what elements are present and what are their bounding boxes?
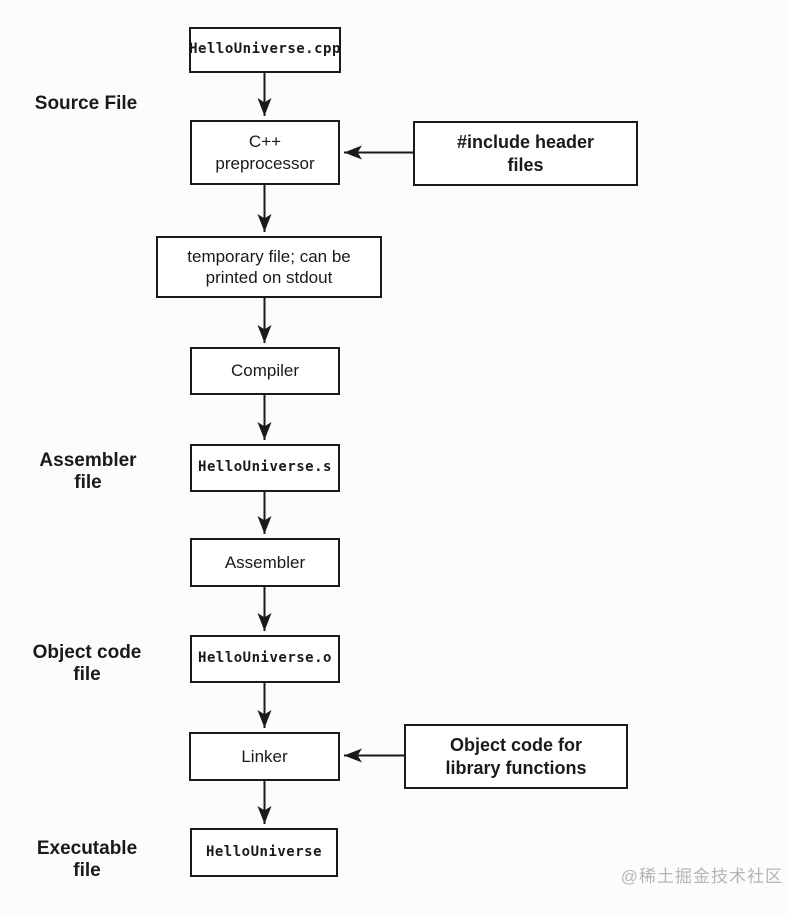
node-label: HelloUniverse.cpp [189, 41, 341, 58]
node-label: HelloUniverse [205, 843, 323, 860]
node-label: Linker [241, 746, 288, 766]
stage-label-assembler-file: Assembler file [39, 450, 137, 493]
node-label: C++ preprocessor [215, 132, 315, 173]
stage-label-executable-file: Executable file [36, 838, 138, 881]
node-label: Assembler [224, 552, 306, 572]
node-label: Object code for library functions [445, 735, 587, 778]
node-hellouniverse-s: HelloUniverse.s [190, 444, 340, 492]
stage-label-object-code-file: Object code file [32, 642, 142, 685]
node-library-object-code: Object code for library functions [404, 724, 628, 789]
node-hellouniverse-cpp: HelloUniverse.cpp [189, 27, 341, 73]
node-assembler: Assembler [190, 538, 340, 587]
node-label: HelloUniverse.s [198, 459, 332, 476]
node-label: temporary file; can be printed on stdout [187, 246, 351, 287]
node-label: Compiler [230, 361, 300, 381]
node-linker: Linker [189, 732, 340, 781]
node-include-header-files: #include header files [413, 121, 638, 186]
node-label: HelloUniverse.o [198, 650, 332, 667]
node-label: #include header files [456, 132, 595, 175]
node-hellouniverse-o: HelloUniverse.o [190, 635, 340, 683]
node-cpp-preprocessor: C++ preprocessor [190, 120, 340, 185]
node-compiler: Compiler [190, 347, 340, 395]
node-temporary-file: temporary file; can be printed on stdout [156, 236, 382, 298]
node-hellouniverse-executable: HelloUniverse [190, 828, 338, 877]
stage-label-source-file: Source File [34, 93, 138, 114]
watermark-text: @稀土掘金技术社区 [620, 867, 783, 886]
